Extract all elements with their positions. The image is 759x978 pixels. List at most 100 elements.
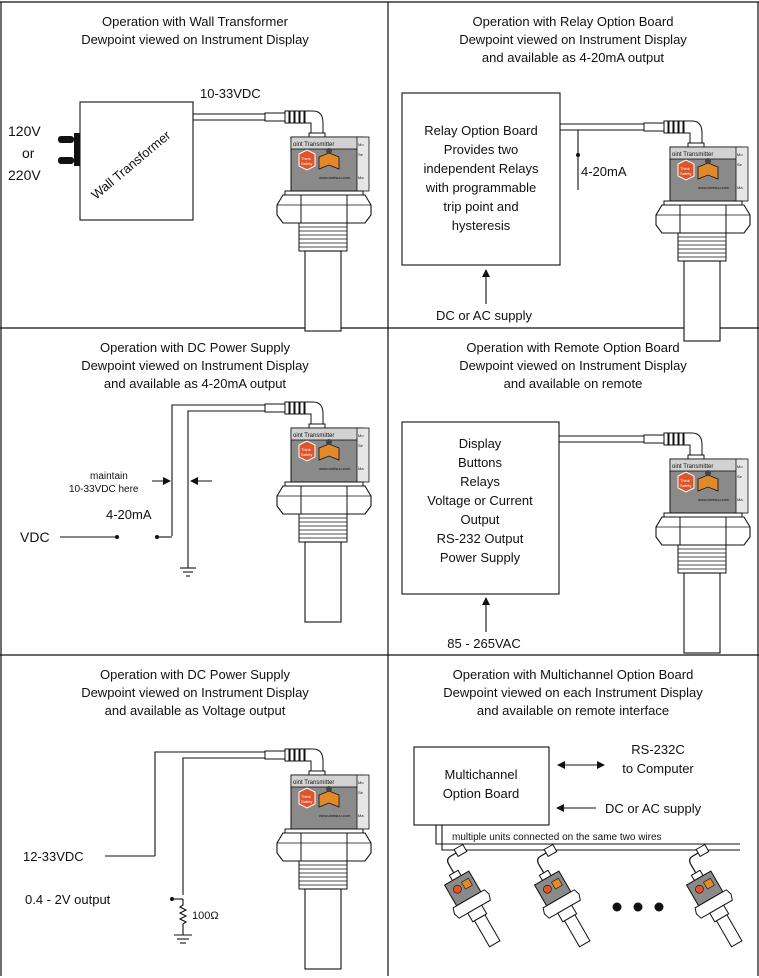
svg-text:Ma: Ma: [737, 185, 743, 190]
p5-title-line-3: and available as Voltage output: [105, 703, 286, 718]
p4-title-line-2: Dewpoint viewed on Instrument Display: [459, 358, 687, 373]
p2-title-line-1: Operation with Relay Option Board: [473, 14, 674, 29]
p5-title-line-1: Operation with DC Power Supply: [100, 667, 291, 682]
svg-text:Ma: Ma: [358, 175, 364, 180]
p3-vdc-label: VDC: [20, 529, 50, 545]
svg-text:www.amtsuu.com: www.amtsuu.com: [319, 813, 351, 818]
p1-voltage-120: 120V: [8, 123, 41, 139]
p1-title-line-1: Operation with Wall Transformer: [102, 14, 289, 29]
panel-relay-option-board: Operation with Relay Option Board Dewpoi…: [401, 14, 687, 323]
remote-box-line-2: Buttons: [458, 455, 503, 470]
svg-text:Think: Think: [301, 447, 311, 452]
p4-title-line-3: and available on remote: [504, 376, 643, 391]
p2-output-label: 4-20mA: [581, 164, 627, 179]
svg-text:oint Transmitter: oint Transmitter: [293, 433, 334, 439]
p5-supply-label: 12-33VDC: [23, 849, 84, 864]
svg-text:oint Transmitter: oint Transmitter: [672, 152, 713, 158]
ellipsis-dot: [612, 902, 622, 912]
svg-text:Safety: Safety: [301, 452, 312, 457]
remote-box-line-4: Voltage or Current: [427, 493, 533, 508]
p6-supply-label: DC or AC supply: [605, 801, 702, 816]
p2-title-line-3: and available as 4-20mA output: [482, 50, 665, 65]
ellipsis-dot: [654, 902, 664, 912]
svg-text:www.amtsuu.com: www.amtsuu.com: [698, 497, 730, 502]
relay-box-line-2: Provides two: [444, 142, 518, 157]
svg-text:Think: Think: [680, 166, 690, 171]
svg-text:Ma: Ma: [358, 466, 364, 471]
p6-bus-label: multiple units connected on the same two…: [452, 832, 662, 843]
multichannel-box-line-1: Multichannel: [445, 767, 518, 782]
svg-text:oint Transmitter: oint Transmitter: [672, 464, 713, 470]
relay-box-line-3: independent Relays: [424, 161, 539, 176]
svg-text:Mo: Mo: [737, 464, 743, 469]
p6-title-line-1: Operation with Multichannel Option Board: [453, 667, 694, 682]
remote-box-line-5: Output: [460, 512, 499, 527]
p3-title-line-3: and available as 4-20mA output: [104, 376, 287, 391]
remote-box-line-1: Display: [459, 436, 502, 451]
mini-transmitter-sensor: [533, 843, 591, 948]
wall-transformer-box: [79, 101, 194, 221]
p1-title-line-2: Dewpoint viewed on Instrument Display: [81, 32, 309, 47]
mini-transmitter-sensor: [443, 843, 501, 948]
svg-text:oint Transmitter: oint Transmitter: [293, 142, 334, 148]
svg-text:Think: Think: [301, 156, 311, 161]
svg-text:Safety: Safety: [680, 483, 691, 488]
svg-text:oint Transmitter: oint Transmitter: [293, 780, 334, 786]
remote-box-line-7: Power Supply: [440, 550, 521, 565]
p3-maintain-line-1: maintain: [90, 471, 128, 482]
svg-text:Safety: Safety: [301, 161, 312, 166]
svg-text:Ma: Ma: [737, 497, 743, 502]
svg-text:Safety: Safety: [680, 171, 691, 176]
p3-title-line-2: Dewpoint viewed on Instrument Display: [81, 358, 309, 373]
svg-text:Se: Se: [737, 474, 743, 479]
relay-box-line-4: with programmable: [425, 180, 537, 195]
relay-box-line-1: Relay Option Board: [424, 123, 537, 138]
p4-title-line-1: Operation with Remote Option Board: [466, 340, 679, 355]
multichannel-box-line-2: Option Board: [443, 786, 520, 801]
svg-text:www.amtsuu.com: www.amtsuu.com: [698, 185, 730, 190]
relay-board-box: [401, 92, 561, 266]
p5-resistor-label: 100Ω: [192, 910, 219, 922]
p1-voltage-or: or: [22, 145, 35, 161]
mini-transmitter-sensor: [685, 843, 743, 948]
svg-text:Think: Think: [680, 478, 690, 483]
svg-text:Mo: Mo: [737, 152, 743, 157]
remote-box-line-6: RS-232 Output: [437, 531, 524, 546]
relay-box-line-6: hysteresis: [452, 218, 511, 233]
panel-wall-transformer: Operation with Wall Transformer Dewpoint…: [8, 14, 309, 221]
panel-dc-voltage-output: Operation with DC Power Supply Dewpoint …: [23, 667, 309, 944]
p6-title-line-3: and available on remote interface: [477, 703, 669, 718]
rs232-line-1: RS-232C: [631, 742, 684, 757]
svg-text:Se: Se: [358, 152, 364, 157]
p4-supply-label: 85 - 265VAC: [447, 636, 520, 651]
plug-icon: [58, 133, 80, 166]
svg-text:Think: Think: [301, 794, 311, 799]
p5-title-line-2: Dewpoint viewed on Instrument Display: [81, 685, 309, 700]
panel-remote-option-board: Operation with Remote Option Board Dewpo…: [401, 340, 687, 651]
svg-text:Ma: Ma: [358, 813, 364, 818]
svg-text:Mo: Mo: [358, 780, 364, 785]
p2-supply-label: DC or AC supply: [436, 308, 533, 323]
panel-multichannel: Operation with Multichannel Option Board…: [413, 667, 740, 912]
svg-text:Mo: Mo: [358, 433, 364, 438]
relay-box-line-5: trip point and: [443, 199, 518, 214]
p6-title-line-2: Dewpoint viewed on each Instrument Displ…: [443, 685, 703, 700]
p1-voltage-220: 220V: [8, 167, 41, 183]
svg-text:www.amtsuu.com: www.amtsuu.com: [319, 466, 351, 471]
p2-title-line-2: Dewpoint viewed on Instrument Display: [459, 32, 687, 47]
svg-text:Se: Se: [737, 162, 743, 167]
p5-output-label: 0.4 - 2V output: [25, 892, 111, 907]
svg-text:Safety: Safety: [301, 799, 312, 804]
svg-text:Se: Se: [358, 443, 364, 448]
remote-box-line-3: Relays: [460, 474, 500, 489]
svg-text:Mo: Mo: [358, 142, 364, 147]
multichannel-board-box: [413, 746, 550, 826]
p3-maintain-line-2: 10-33VDC here: [69, 484, 139, 495]
